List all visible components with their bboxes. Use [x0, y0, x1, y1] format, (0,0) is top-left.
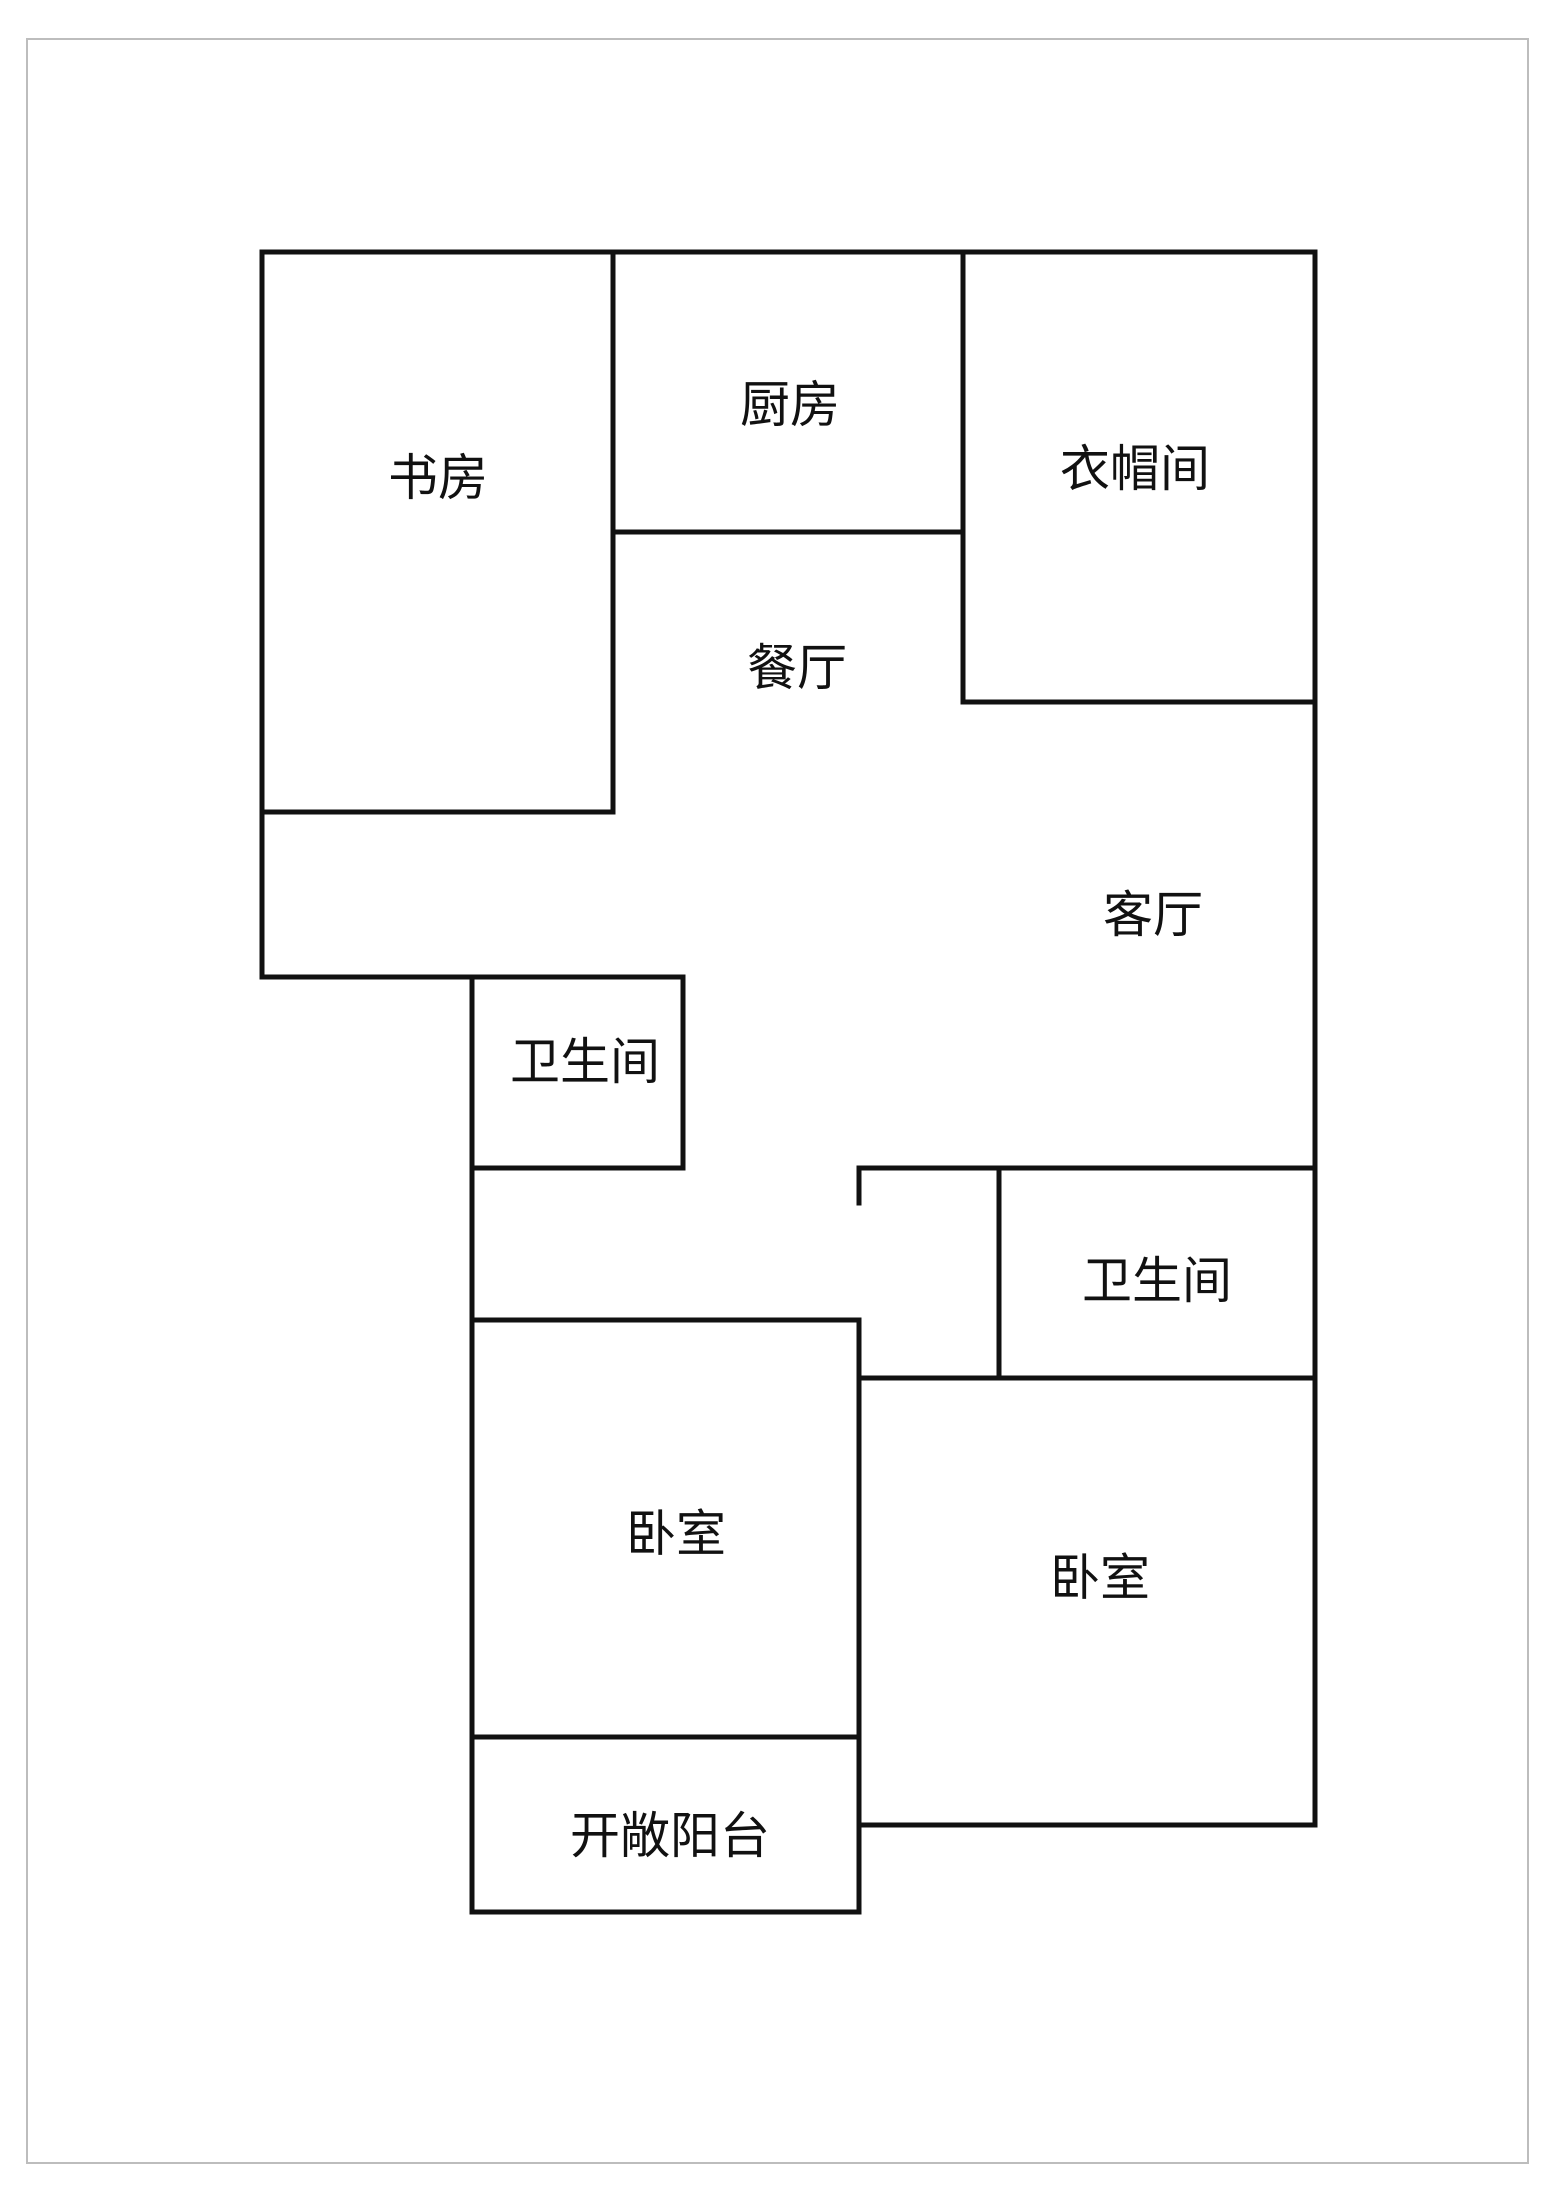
- room-label-dining: 餐厅: [747, 639, 847, 697]
- room-label-kitchen: 厨房: [740, 376, 840, 434]
- walls: [259, 249, 1318, 1915]
- room-label-living: 客厅: [1103, 886, 1203, 944]
- room-label-study: 书房: [388, 449, 488, 507]
- room-label-bathroom-right: 卫生间: [1082, 1252, 1232, 1310]
- room-label-balcony: 开敞阳台: [570, 1807, 770, 1865]
- room-labels: 书房 厨房 衣帽间 餐厅 客厅 卫生间 卫生间 卧室 卧室 开敞阳台: [388, 376, 1232, 1865]
- room-label-cloakroom: 衣帽间: [1060, 440, 1210, 498]
- room-label-bathroom-left: 卫生间: [510, 1033, 660, 1091]
- room-label-bedroom-left: 卧室: [626, 1505, 726, 1563]
- room-label-bedroom-right: 卧室: [1050, 1549, 1150, 1607]
- page-frame: [26, 38, 1529, 2164]
